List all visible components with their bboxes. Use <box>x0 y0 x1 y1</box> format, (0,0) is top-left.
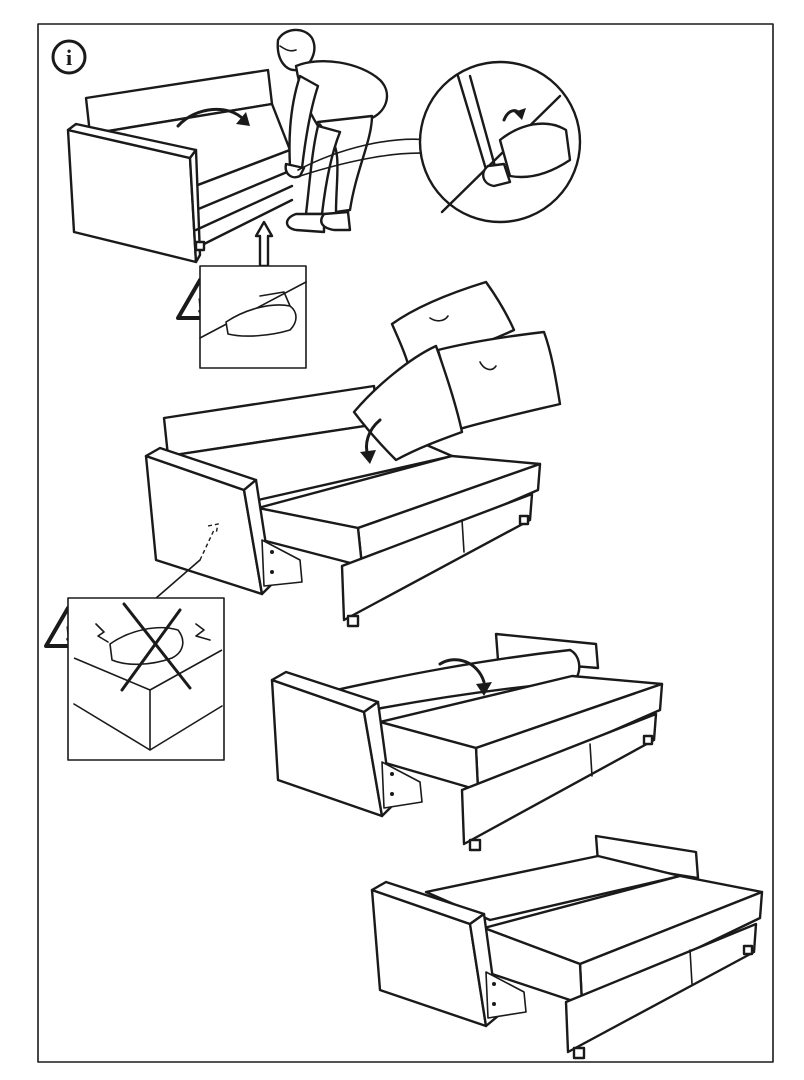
info-icon-symbol: i <box>66 45 72 70</box>
step-1-detail-circle <box>297 60 582 224</box>
step-4-bed <box>370 834 764 1060</box>
page-border <box>37 23 774 1063</box>
warning-2-detail-box <box>67 597 225 761</box>
warning-1-detail-box <box>199 265 307 369</box>
info-circle-icon: i <box>51 39 87 75</box>
step-3-sofa <box>270 632 664 852</box>
step-1-sofa <box>66 68 294 268</box>
step-2-cushions <box>352 280 562 464</box>
step-1-person <box>276 28 389 234</box>
